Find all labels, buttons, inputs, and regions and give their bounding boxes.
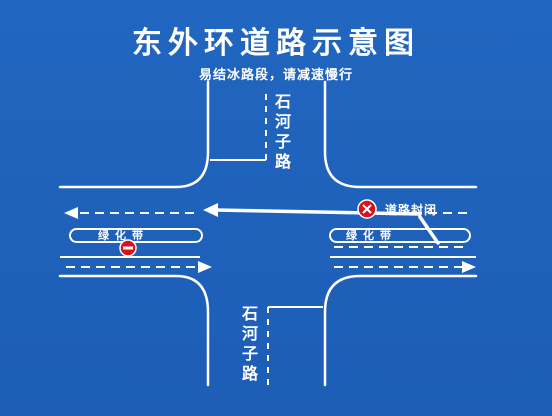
curb-bottom-right bbox=[323, 274, 478, 387]
cross-road-label-bottom: 石河子路 bbox=[241, 304, 258, 383]
closure-label: 道路封闭 bbox=[385, 203, 438, 217]
median-label-right: 绿化带 bbox=[346, 229, 397, 242]
detour-arrow-main bbox=[212, 208, 422, 216]
arrowhead-lower-right bbox=[462, 261, 476, 273]
diagram-title: 东外环道路示意图 bbox=[132, 26, 420, 61]
cross-road-label-top: 石河子路 bbox=[274, 92, 291, 171]
arrowhead-lower-left bbox=[198, 261, 212, 273]
curb-top-right bbox=[323, 80, 478, 189]
detour-arrow-turn bbox=[418, 215, 440, 245]
detour-arrowhead bbox=[203, 203, 218, 217]
arrowhead-upper-left bbox=[64, 207, 78, 219]
no-entry-icon bbox=[119, 239, 137, 257]
median-right bbox=[329, 228, 471, 243]
x-circle-icon bbox=[357, 199, 377, 219]
curb-bottom-left bbox=[58, 274, 210, 387]
median-label-left: 绿化带 bbox=[98, 229, 149, 242]
curb-top-left bbox=[58, 80, 210, 189]
median-left bbox=[69, 228, 203, 243]
diagram-subtitle: 易结冰路段，请减速慢行 bbox=[198, 68, 353, 83]
